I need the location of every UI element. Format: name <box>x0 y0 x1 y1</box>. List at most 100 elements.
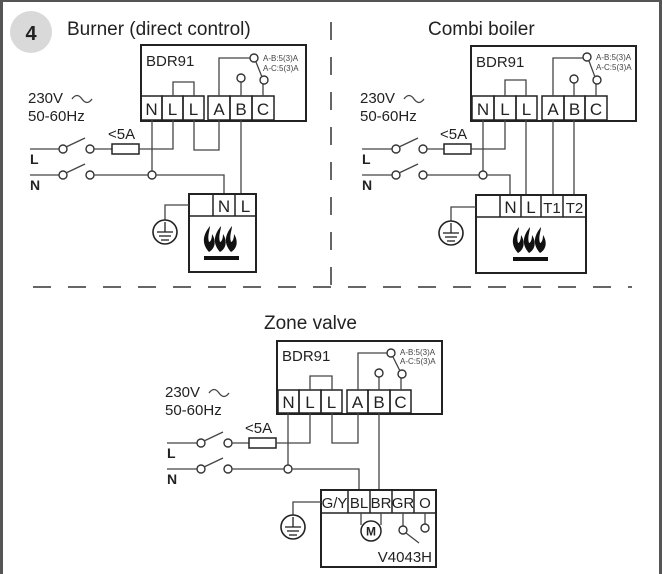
switch-node <box>418 144 428 154</box>
rating-ab: A-B:5(3)A <box>263 54 299 63</box>
terminal-label: A <box>547 100 559 119</box>
earth-icon <box>438 220 464 246</box>
supply-voltage: 230V <box>28 90 63 107</box>
fuse-icon <box>111 143 140 155</box>
bdr91-relay: BDR91 A-B:5(3)A A-C:5(3)A N L L A B C <box>470 45 637 122</box>
isolator-switch-live <box>65 137 86 148</box>
terminal-label: C <box>394 393 406 412</box>
terminal-label: B <box>373 393 384 412</box>
relay-contact-b <box>236 73 246 83</box>
terminal-label: N <box>145 100 157 119</box>
fuse-icon <box>443 143 472 155</box>
relay-contact-b <box>374 368 384 378</box>
step-badge: 4 <box>10 11 52 53</box>
ac-icon <box>403 94 425 104</box>
supply-frequency: 50-60Hz <box>28 108 85 125</box>
earth-wire <box>450 206 476 221</box>
terminal-label: A <box>352 393 364 412</box>
terminal-label: C <box>590 100 602 119</box>
relay-contact-c <box>592 75 602 85</box>
l-link <box>309 375 333 390</box>
fuse-rating: <5A <box>440 126 467 143</box>
auxiliary-switch-icon <box>398 513 430 544</box>
ac-icon <box>71 94 93 104</box>
bdr91-relay: BDR91 A-B:5(3)A A-C:5(3)A N L L A B C <box>140 44 307 122</box>
common-wire <box>552 57 584 96</box>
terminal-label: L <box>522 100 531 119</box>
terminal-label: B <box>569 100 580 119</box>
switch-node <box>196 438 206 448</box>
supply-frequency: 50-60Hz <box>165 402 222 419</box>
neutral-junction <box>147 170 157 180</box>
diagram-title: Burner (direct control) <box>67 19 251 40</box>
step-number: 4 <box>25 23 37 45</box>
l-to-a-link <box>193 120 220 151</box>
relay-switch-arm <box>392 356 401 372</box>
isolator-switch-live <box>398 137 419 148</box>
relay-switch-arm <box>588 60 596 78</box>
terminal-label: L <box>189 100 198 119</box>
combi-boiler-appliance: N L T1 T2 <box>475 194 587 274</box>
terminal-label: N <box>218 197 230 216</box>
l-to-a-link <box>331 413 359 444</box>
terminal-label: G/Y <box>322 495 348 512</box>
earth-wire <box>164 204 189 220</box>
motor-label: M <box>366 525 376 539</box>
combi-boiler-diagram: Combi boiler BDR91 A-B:5(3)A A-C:5(3)A N… <box>360 19 637 274</box>
relay-model: BDR91 <box>476 54 524 71</box>
zone-valve-actuator: G/Y BL BR GR O M V4043H <box>320 489 437 568</box>
terminal-label: B <box>235 100 246 119</box>
relay-terminals: N L L A B C <box>471 95 608 121</box>
terminal-label: BR <box>371 495 392 512</box>
live-to-relay <box>139 120 174 150</box>
neutral-to-burner <box>156 174 225 194</box>
terminal-label: BL <box>350 495 368 512</box>
earth-icon <box>152 219 178 245</box>
live-label: L <box>362 151 371 167</box>
step-badge-circle <box>10 11 52 53</box>
terminal-label: L <box>327 393 336 412</box>
isolator-switch-neutral <box>203 457 224 468</box>
switch-node <box>85 144 95 154</box>
neutral-to-boiler <box>487 174 511 195</box>
relay-switch-arm <box>255 61 263 78</box>
fuse-rating: <5A <box>245 420 272 437</box>
relay-model: BDR91 <box>146 53 194 70</box>
supply-voltage: 230V <box>360 90 395 107</box>
common-wire <box>357 352 388 390</box>
valve-model: V4043H <box>378 549 432 566</box>
terminal-label: L <box>500 100 509 119</box>
rating-ac: A-C:5(3)A <box>263 64 299 73</box>
ac-icon <box>208 388 230 398</box>
relay-terminals: N L L A B C <box>277 389 412 414</box>
boiler-box <box>475 194 587 274</box>
relay-contact-b <box>569 74 579 84</box>
terminal-label: O <box>419 495 431 512</box>
isolator-switch-neutral <box>398 163 419 174</box>
neutral-label: N <box>167 471 177 487</box>
terminal-label: GR <box>392 495 415 512</box>
flame-icon <box>512 227 548 261</box>
relay-box <box>276 340 443 415</box>
relay-contact-common <box>249 53 259 63</box>
neutral-label: N <box>362 177 372 193</box>
common-wire <box>218 57 250 96</box>
supply-voltage: 230V <box>165 384 200 401</box>
relay-contact-common <box>582 52 592 62</box>
switch-node <box>391 170 401 180</box>
terminal-label: L <box>305 393 314 412</box>
bdr91-relay: BDR91 A-B:5(3)A A-C:5(3)A N L L A B C <box>276 340 443 415</box>
relay-model: BDR91 <box>282 348 330 365</box>
terminal-label: L <box>526 198 535 217</box>
terminal-label: A <box>213 100 225 119</box>
neutral-junction <box>283 464 293 474</box>
motor-icon: M <box>360 520 382 542</box>
terminal-label: C <box>257 100 269 119</box>
switch-node <box>223 438 233 448</box>
relay-contact-common <box>386 348 396 358</box>
rating-ab: A-B:5(3)A <box>400 348 436 357</box>
earth-icon <box>280 514 306 540</box>
neutral-junction <box>478 170 488 180</box>
flame-icon <box>203 226 239 260</box>
neutral-label: N <box>30 177 40 193</box>
